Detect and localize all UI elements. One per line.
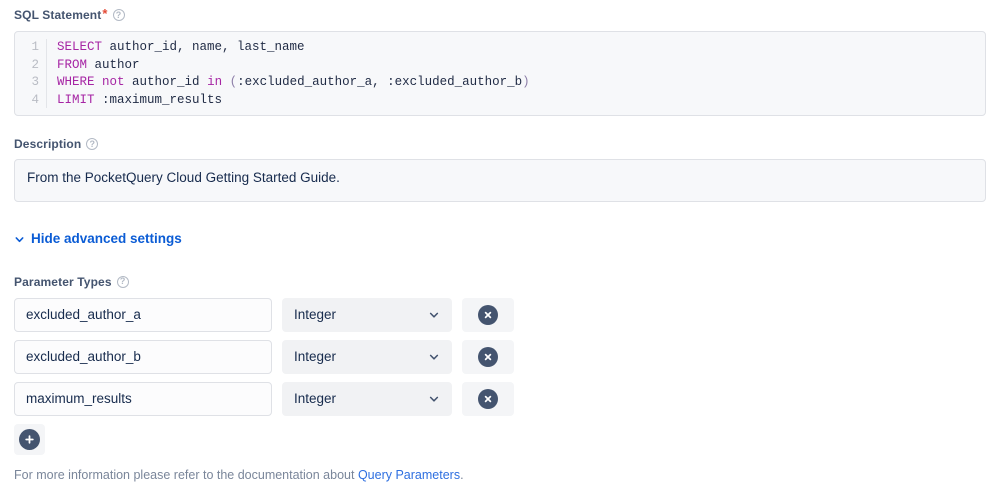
code-line: LIMIT :maximum_results	[57, 92, 223, 107]
documentation-note-text: For more information please refer to the…	[14, 467, 358, 482]
parameter-name-input[interactable]	[14, 297, 272, 332]
remove-parameter-button[interactable]	[462, 297, 514, 332]
sql-code-editor[interactable]: 1 2 3 4 SELECT author_id, name, last_nam…	[14, 31, 986, 116]
parameter-row: Integer	[14, 297, 986, 332]
line-number: 1	[31, 40, 39, 54]
toggle-advanced-settings[interactable]: Hide advanced settings	[14, 231, 182, 247]
line-number: 3	[31, 75, 39, 89]
code-line: WHERE not author_id in (:excluded_author…	[57, 75, 530, 89]
parameter-types-label: Parameter Types ?	[14, 274, 986, 290]
documentation-note-period: .	[460, 467, 464, 482]
required-asterisk: *	[102, 6, 108, 21]
parameter-type-value: Integer	[294, 391, 337, 406]
help-circle-icon[interactable]: ?	[116, 275, 129, 288]
description-label-text: Description	[14, 137, 82, 151]
parameter-type-value: Integer	[294, 307, 337, 322]
line-number: 2	[31, 57, 39, 72]
description-input[interactable]	[14, 159, 986, 202]
documentation-note: For more information please refer to the…	[14, 467, 986, 483]
close-circle-icon	[478, 304, 498, 325]
parameter-type-select[interactable]: Integer	[282, 381, 452, 416]
plus-circle-icon	[19, 428, 40, 450]
parameter-type-value: Integer	[294, 349, 337, 364]
chevron-down-icon	[14, 234, 25, 245]
description-label: Description ?	[14, 136, 986, 152]
parameter-types-label-text: Parameter Types	[14, 274, 112, 289]
parameter-name-input[interactable]	[14, 339, 272, 374]
sql-statement-label: SQL Statement* ?	[14, 0, 986, 23]
add-parameter-button[interactable]	[14, 423, 45, 455]
code-line: FROM author	[57, 57, 140, 72]
help-circle-icon[interactable]: ?	[86, 138, 99, 150]
remove-parameter-button[interactable]	[462, 381, 514, 416]
chevron-down-icon	[428, 351, 440, 363]
code-line: SELECT author_id, name, last_name	[57, 40, 305, 54]
close-circle-icon	[478, 388, 498, 409]
parameter-type-select[interactable]: Integer	[282, 297, 452, 332]
line-number: 4	[31, 92, 39, 107]
help-circle-icon[interactable]: ?	[112, 9, 125, 21]
parameter-row: Integer	[14, 339, 986, 374]
parameter-name-input[interactable]	[14, 381, 272, 416]
parameter-rows: Integer Integer	[14, 297, 986, 416]
remove-parameter-button[interactable]	[462, 339, 514, 374]
sql-code-body[interactable]: SELECT author_id, name, last_name FROM a…	[47, 39, 985, 108]
chevron-down-icon	[428, 309, 440, 321]
chevron-down-icon	[428, 393, 440, 405]
query-parameters-link[interactable]: Query Parameters	[357, 467, 461, 482]
close-circle-icon	[478, 346, 498, 367]
parameter-type-select[interactable]: Integer	[282, 339, 452, 374]
parameter-row: Integer	[14, 381, 986, 416]
line-number-gutter: 1 2 3 4	[15, 39, 47, 108]
toggle-advanced-settings-label: Hide advanced settings	[31, 231, 182, 246]
sql-statement-label-text: SQL Statement	[14, 8, 102, 22]
